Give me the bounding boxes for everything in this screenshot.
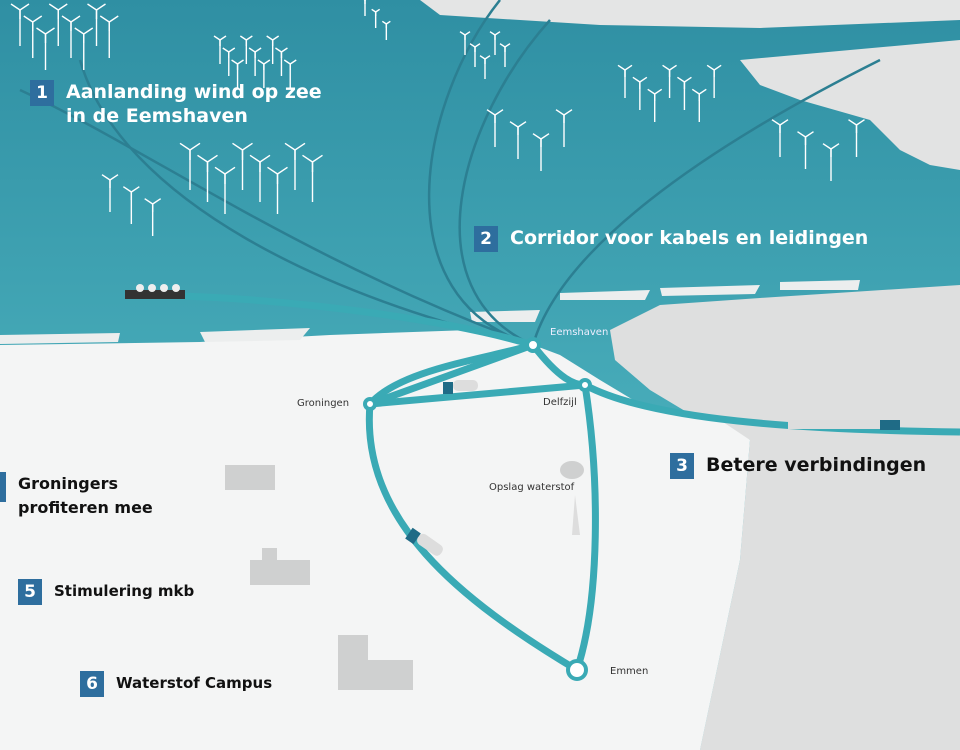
wind-turbine-icon xyxy=(197,154,218,202)
wind-turbine-icon xyxy=(489,31,501,55)
callout-number: 6 xyxy=(80,671,104,697)
callout-text: Waterstof Campus xyxy=(116,674,273,692)
wind-turbine-icon xyxy=(822,143,840,181)
land-islands-right xyxy=(740,40,960,170)
truck-icon xyxy=(443,380,478,394)
wind-turbine-icon xyxy=(284,142,306,190)
wind-turbine-icon xyxy=(486,109,504,147)
wind-turbine-icon xyxy=(662,64,677,98)
wind-turbines xyxy=(10,0,865,236)
wind-turbine-icon xyxy=(179,142,201,190)
ship-icon xyxy=(125,284,185,299)
wind-turbine-icon xyxy=(479,55,491,79)
wind-turbine-icon xyxy=(231,59,244,88)
callout-mkb: 5 Stimulering mkb xyxy=(18,579,194,605)
wind-turbine-icon xyxy=(469,43,481,67)
place-delfzijl: Delfzijl xyxy=(543,397,577,408)
place-opslag-waterstof: Opslag waterstof xyxy=(489,482,575,493)
wind-turbine-icon xyxy=(61,15,81,58)
wind-turbine-icon xyxy=(706,64,722,98)
wind-turbine-icon xyxy=(122,186,140,224)
wind-turbine-icon xyxy=(144,198,162,236)
wind-turbine-icon xyxy=(677,76,692,110)
callout-number: 2 xyxy=(474,226,498,252)
wind-turbine-icon xyxy=(222,47,236,76)
wind-turbine-icon xyxy=(771,119,789,157)
wind-turbine-icon xyxy=(381,20,391,40)
wind-turbine-icon xyxy=(275,47,288,76)
wind-turbine-icon xyxy=(48,3,68,46)
cable-lines xyxy=(19,0,881,347)
callout-text: profiteren mee xyxy=(18,498,153,517)
callout-text: Stimulering mkb xyxy=(54,582,195,600)
callout-text: Groningers xyxy=(18,474,118,493)
wind-turbine-icon xyxy=(302,154,323,202)
callout-text: Betere verbindingen xyxy=(706,454,927,476)
place-groningen: Groningen xyxy=(297,398,350,409)
wind-turbine-icon xyxy=(213,35,227,64)
hydrogen-routes xyxy=(179,292,960,674)
wind-turbine-icon xyxy=(214,166,236,214)
callout-verbindingen: 3 Betere verbindingen xyxy=(670,453,926,479)
wind-turbine-icon xyxy=(691,88,707,122)
place-eemshaven: Eemshaven xyxy=(550,327,609,338)
train-icon xyxy=(788,420,900,430)
wind-turbine-icon xyxy=(647,88,663,122)
wind-turbine-icon xyxy=(257,59,271,88)
callout-campus: 6 Waterstof Campus xyxy=(80,671,272,697)
wind-turbine-icon xyxy=(248,47,262,76)
wind-turbine-icon xyxy=(23,15,43,58)
callout-text: Aanlanding wind op zee xyxy=(66,81,322,103)
wind-turbine-icon xyxy=(459,31,471,55)
callout-corridor: 2 Corridor voor kabels en leidingen xyxy=(474,226,868,252)
callout-number: 3 xyxy=(670,453,694,479)
place-emmen: Emmen xyxy=(610,666,649,677)
land-east xyxy=(610,285,960,750)
wind-turbine-icon xyxy=(632,76,648,110)
wind-turbine-icon xyxy=(267,166,288,214)
callout-groningers: Groningers profiteren mee xyxy=(0,472,153,520)
wind-turbine-icon xyxy=(283,59,297,88)
callout-text: in de Eemshaven xyxy=(66,105,248,127)
wind-turbine-icon xyxy=(797,131,814,169)
buildings xyxy=(225,461,584,690)
wind-turbine-icon xyxy=(555,109,573,147)
callout-number: 1 xyxy=(30,80,54,106)
route-nodes xyxy=(363,337,592,681)
land-top-right xyxy=(420,0,960,28)
wind-turbine-icon xyxy=(99,15,119,58)
wind-turbine-icon xyxy=(266,35,280,64)
wind-turbine-icon xyxy=(36,27,55,70)
wind-turbine-icon xyxy=(87,3,106,46)
wind-turbine-icon xyxy=(617,64,633,98)
wind-turbine-icon xyxy=(239,35,253,64)
callout-text: Corridor voor kabels en leidingen xyxy=(510,227,869,249)
wind-turbine-icon xyxy=(848,119,865,157)
wind-turbine-icon xyxy=(74,27,94,70)
wind-turbine-icon xyxy=(509,121,527,159)
wind-turbine-icon xyxy=(232,142,253,190)
land-mainland xyxy=(0,330,750,750)
callout-number-box xyxy=(0,472,6,502)
wind-turbine-icon xyxy=(249,154,271,202)
callout-number: 5 xyxy=(18,579,42,605)
wind-turbine-icon xyxy=(363,0,367,16)
truck-icon xyxy=(405,527,443,556)
wind-turbine-icon xyxy=(499,43,511,67)
wind-turbine-icon xyxy=(10,3,30,46)
wind-turbine-icon xyxy=(532,133,550,171)
wind-turbine-icon xyxy=(101,174,119,212)
wind-turbine-icon xyxy=(371,8,381,28)
